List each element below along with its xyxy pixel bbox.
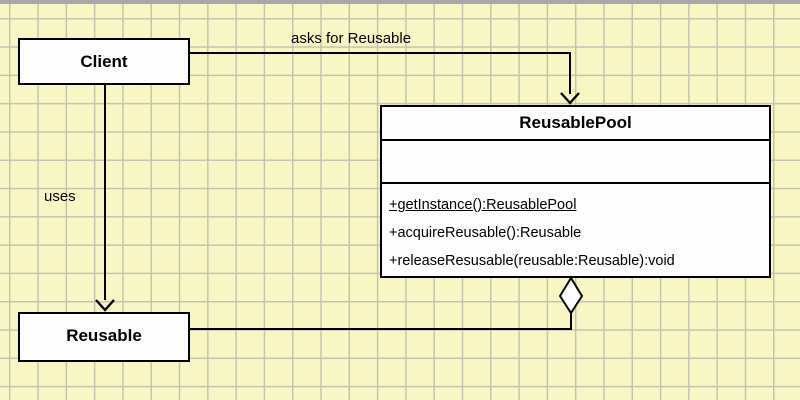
class-name-reusablepool: ReusablePool — [382, 107, 769, 141]
class-box-reusablepool[interactable]: ReusablePool +getInstance():ReusablePool… — [380, 105, 771, 278]
uses-edge-label: uses — [44, 188, 76, 205]
open-arrowhead-down-icon — [95, 299, 115, 312]
aggregation-diamond-icon — [559, 277, 584, 315]
asks-edge-label: asks for Reusable — [291, 30, 412, 47]
class-box-reusable[interactable]: Reusable — [18, 312, 190, 362]
class-name-client: Client — [80, 52, 128, 71]
top-gray-bar — [0, 0, 800, 4]
class-box-client[interactable]: Client — [18, 38, 190, 85]
asks-connector-vertical-line — [569, 52, 571, 94]
methods-compartment-reusablepool: +getInstance():ReusablePool +acquireReus… — [382, 184, 769, 275]
uses-connector-vertical-line — [104, 85, 106, 300]
aggregation-connector-horizontal-line — [190, 328, 572, 330]
attributes-compartment-reusablepool — [382, 141, 769, 184]
asks-connector-horizontal-line — [190, 52, 571, 54]
method-getinstance: +getInstance():ReusablePool — [389, 197, 577, 213]
open-arrowhead-down-icon — [560, 92, 580, 105]
aggregation-connector-vertical-line — [570, 313, 572, 330]
method-acquirereusable: +acquireReusable():Reusable — [389, 225, 582, 241]
class-name-reusable: Reusable — [66, 326, 142, 345]
method-releaseresusable: +releaseResusable(reusable:Reusable):voi… — [389, 253, 675, 269]
